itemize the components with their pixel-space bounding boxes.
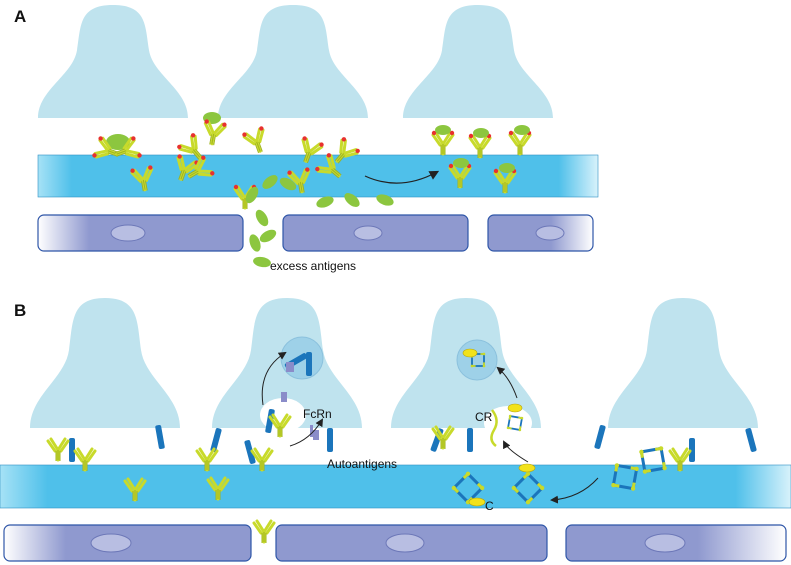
arrow-b-fcrn xyxy=(289,418,324,447)
vesicle-icon xyxy=(456,339,498,381)
panel-a-label: A xyxy=(14,7,26,26)
vessel-b xyxy=(0,464,791,509)
nucleus-a1 xyxy=(110,224,146,242)
excess-antigens-label: excess antigens xyxy=(270,259,356,273)
arrow-b-endocytosis xyxy=(261,351,287,406)
complement-icon xyxy=(462,348,536,507)
bound-complexes-a3 xyxy=(432,125,531,193)
cell-a2 xyxy=(218,5,368,118)
arrow-b-complement xyxy=(550,477,599,504)
cell-b4 xyxy=(608,298,758,428)
cr-label: CR xyxy=(475,410,493,424)
fcrn-label: FcRn xyxy=(303,407,332,421)
cell-a3 xyxy=(403,5,553,118)
nucleus-b2 xyxy=(385,533,425,553)
arrow-a xyxy=(364,170,440,184)
arrow-b-internalize xyxy=(496,366,518,399)
nucleus-a2 xyxy=(353,225,383,241)
nucleus-b3 xyxy=(644,533,686,553)
cell-a1 xyxy=(38,5,188,118)
cell-b1 xyxy=(30,298,180,428)
panel-b-label: B xyxy=(14,301,26,320)
autoantigens-label: Autoantigens xyxy=(327,457,397,471)
nucleus-a3 xyxy=(535,225,565,241)
complement-receptor-icon xyxy=(490,409,498,447)
arrow-b-cr xyxy=(503,440,529,463)
nucleus-b1 xyxy=(90,533,132,553)
c-label: C xyxy=(485,499,494,513)
immune-complexes-a xyxy=(92,112,361,209)
